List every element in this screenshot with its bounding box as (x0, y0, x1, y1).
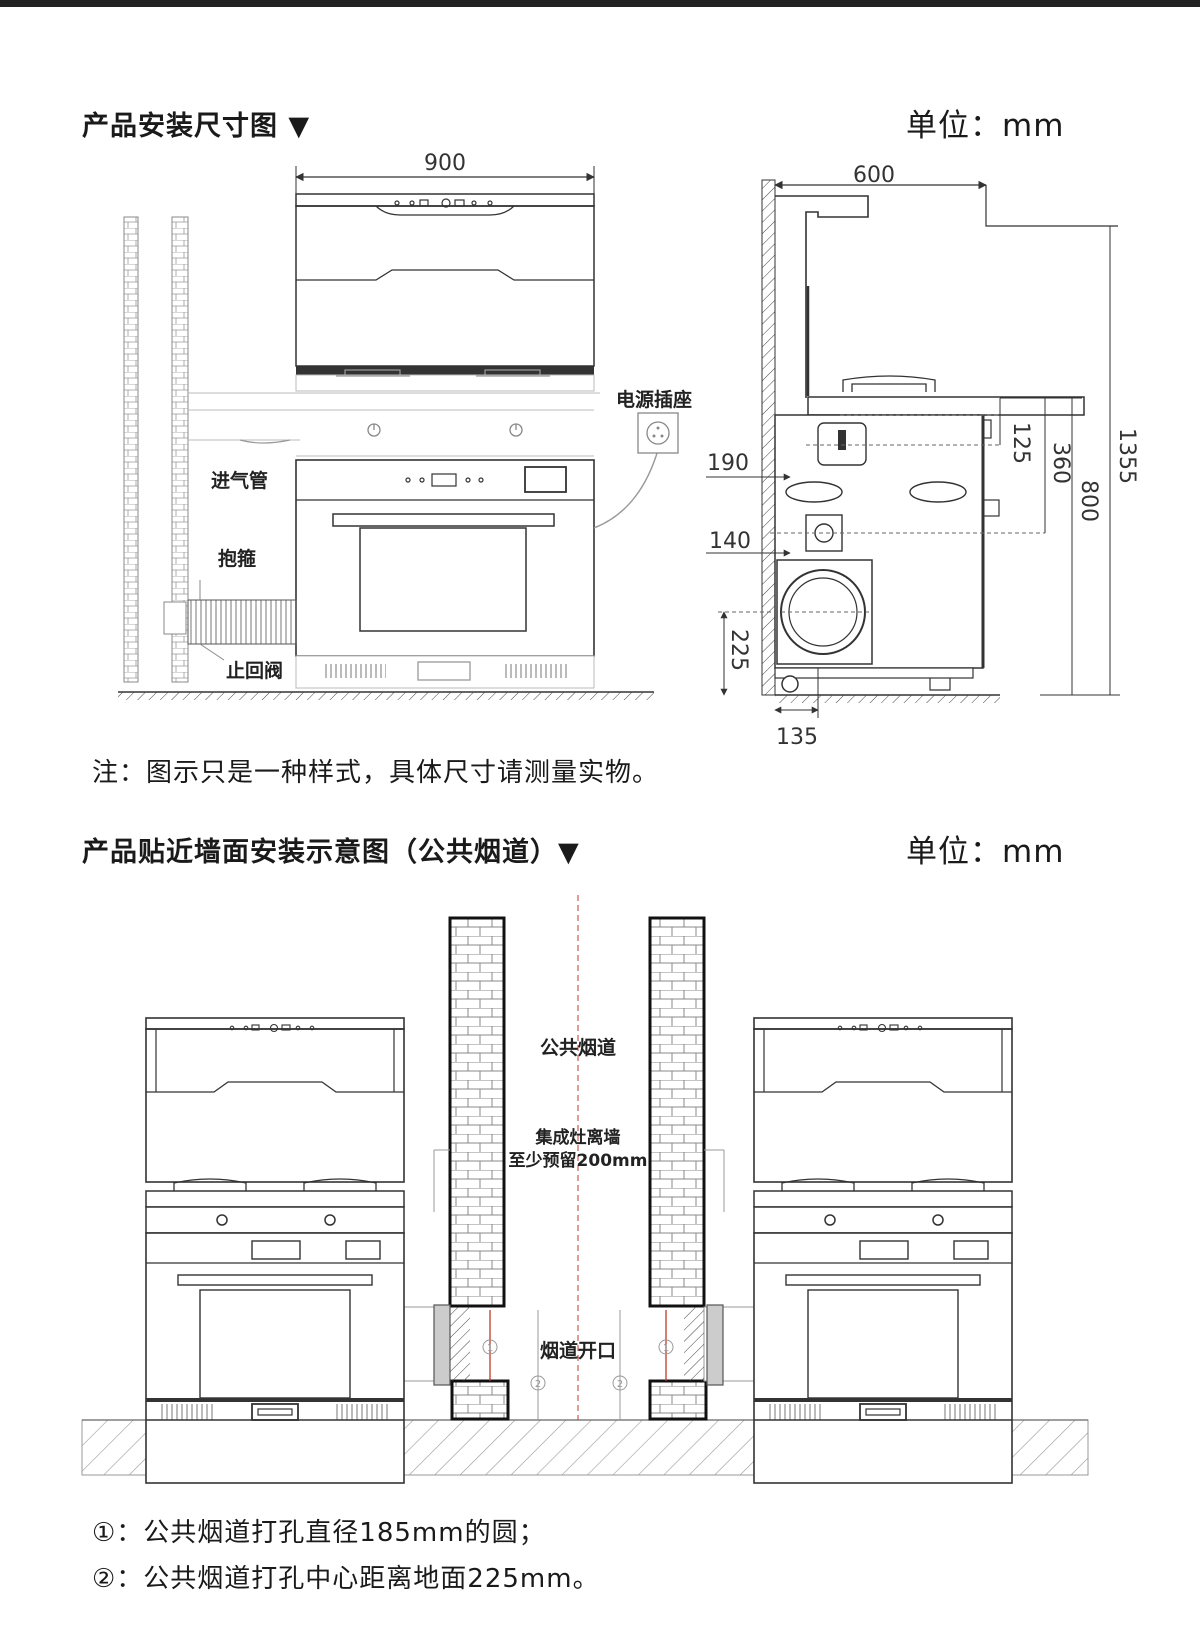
power-socket-icon (637, 412, 679, 454)
section2-note-1: ①：公共烟道打孔直径185mm的圆； (92, 1518, 546, 1548)
flue-wall-right (648, 916, 706, 1308)
control-buttons-icon (837, 1023, 923, 1033)
marker-2-right: 2 (617, 1379, 623, 1390)
floor-hatch (118, 692, 654, 700)
dim-1355: 1355 (1114, 428, 1139, 484)
side-countertop (807, 396, 1085, 416)
label-clamp: 抱箍 (218, 547, 256, 570)
side-view: 600 (706, 163, 1139, 750)
width-dimension-label: 900 (424, 151, 466, 176)
dim-135: 135 (776, 725, 818, 750)
burner-icon (173, 1178, 377, 1191)
front-view: 900 (118, 151, 692, 700)
burner-icon (781, 1178, 985, 1191)
top-bar (0, 0, 1200, 7)
label-gap-line1: 集成灶离墙 (535, 1127, 621, 1148)
stove-unit-right (753, 1017, 1013, 1484)
label-power-socket: 电源插座 (616, 388, 692, 411)
knob-icon (367, 423, 523, 437)
marker-1-right: 1 (663, 1343, 669, 1354)
dim-125: 125 (1008, 422, 1033, 464)
oven-body (295, 459, 595, 657)
section2-note-2: ②：公共烟道打孔中心距离地面225mm。 (92, 1564, 600, 1594)
control-buttons-icon (229, 1023, 315, 1033)
oven-handle (332, 513, 555, 527)
oven-control-icons (405, 466, 567, 493)
control-buttons-icon (394, 198, 493, 208)
section2-title: 产品贴近墙面安装示意图（公共烟道）▼ (82, 837, 580, 868)
exhaust-duct (187, 599, 297, 645)
dim-190: 190 (707, 451, 749, 476)
section1-note: 注：图示只是一种样式，具体尺寸请测量实物。 (92, 758, 660, 788)
cooktop-surface (296, 366, 594, 375)
flue-wall-left (448, 916, 506, 1308)
label-gap-line2: 至少预留200mm (509, 1150, 648, 1171)
oven-window (359, 527, 527, 632)
flue-base-right (648, 1379, 708, 1421)
dim-360: 360 (1048, 442, 1073, 484)
hood-top-panel (295, 193, 595, 207)
section1-title: 产品安装尺寸图 ▼ (82, 111, 311, 142)
brick-column-right (171, 216, 189, 683)
depth-dimension-label: 600 (853, 163, 895, 188)
section1-unit: 单位：mm (906, 108, 1065, 144)
power-cable (593, 449, 659, 529)
dim-800: 800 (1076, 480, 1101, 522)
marker-1-left: 1 (487, 1343, 493, 1354)
dim-225: 225 (726, 629, 751, 671)
brick-column-left (123, 216, 139, 683)
label-public-flue: 公共烟道 (540, 1036, 616, 1059)
wheel-icon (781, 675, 799, 693)
side-burner-icon (842, 375, 936, 392)
stove-unit-left (145, 1017, 405, 1484)
label-check-valve: 止回阀 (226, 659, 283, 682)
section2-unit: 单位：mm (906, 834, 1065, 870)
side-wall (761, 179, 776, 696)
dim-140: 140 (709, 529, 751, 554)
label-intake-pipe: 进气管 (211, 469, 268, 492)
burner-icon (336, 369, 550, 377)
flue-base-left (450, 1379, 510, 1421)
label-flue-opening: 烟道开口 (540, 1339, 616, 1362)
marker-2-left: 2 (535, 1379, 541, 1390)
hood-body (295, 205, 595, 367)
